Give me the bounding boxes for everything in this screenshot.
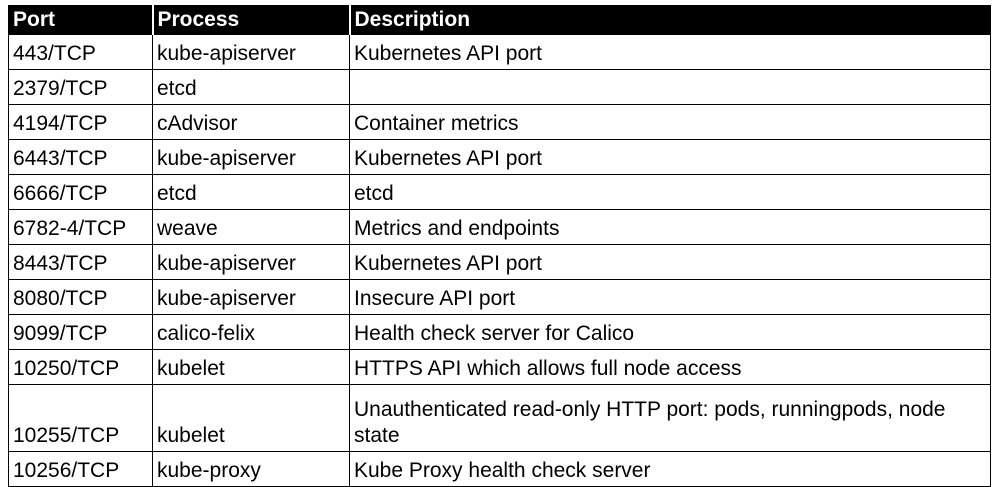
port-cell: 10256/TCP	[8, 451, 153, 487]
description-cell: Unauthenticated read-only HTTP port: pod…	[349, 384, 991, 452]
table-row: 10256/TCP kube-proxy Kube Proxy health c…	[8, 451, 991, 487]
table-row: 8443/TCP kube-apiserver Kubernetes API p…	[8, 244, 991, 280]
table-row: 8080/TCP kube-apiserver Insecure API por…	[8, 279, 991, 315]
process-cell: cAdvisor	[152, 104, 350, 140]
table-row: 443/TCP kube-apiserver Kubernetes API po…	[8, 34, 991, 70]
process-cell: kube-apiserver	[152, 244, 350, 280]
table-row: 10250/TCP kubelet HTTPS API which allows…	[8, 349, 991, 385]
port-cell: 443/TCP	[8, 34, 153, 70]
process-cell: kube-apiserver	[152, 139, 350, 175]
description-cell: Container metrics	[349, 104, 991, 140]
table-row: 9099/TCP calico-felix Health check serve…	[8, 314, 991, 350]
description-cell: Health check server for Calico	[349, 314, 991, 350]
description-cell: Kubernetes API port	[349, 244, 991, 280]
process-cell: etcd	[152, 174, 350, 210]
table-header: Port Process Description	[8, 5, 991, 35]
header-port: Port	[8, 5, 153, 35]
process-cell: kube-apiserver	[152, 34, 350, 70]
process-cell: kube-apiserver	[152, 279, 350, 315]
description-cell	[349, 69, 991, 105]
description-cell: Metrics and endpoints	[349, 209, 991, 245]
header-process: Process	[151, 5, 350, 35]
process-cell: kubelet	[152, 349, 350, 385]
port-cell: 8080/TCP	[8, 279, 153, 315]
process-cell: calico-felix	[152, 314, 350, 350]
process-cell: weave	[152, 209, 350, 245]
table-row: 6782-4/TCP weave Metrics and endpoints	[8, 209, 991, 245]
description-cell: Kubernetes API port	[349, 34, 991, 70]
process-cell: kubelet	[152, 384, 350, 452]
table-row: 4194/TCP cAdvisor Container metrics	[8, 104, 991, 140]
table-row: 10255/TCP kubelet Unauthenticated read-o…	[8, 384, 991, 452]
description-cell: Kubernetes API port	[349, 139, 991, 175]
header-description: Description	[348, 5, 991, 35]
table-row: 6443/TCP kube-apiserver Kubernetes API p…	[8, 139, 991, 175]
port-cell: 10255/TCP	[8, 384, 153, 452]
process-cell: etcd	[152, 69, 350, 105]
port-cell: 2379/TCP	[8, 69, 153, 105]
port-cell: 6666/TCP	[8, 174, 153, 210]
description-cell: etcd	[349, 174, 991, 210]
table-row: 2379/TCP etcd	[8, 69, 991, 105]
port-cell: 6443/TCP	[8, 139, 153, 175]
header-row: Port Process Description	[8, 5, 991, 35]
ports-table: Port Process Description 443/TCP kube-ap…	[8, 5, 991, 487]
description-cell: Kube Proxy health check server	[349, 451, 991, 487]
port-cell: 4194/TCP	[8, 104, 153, 140]
table-body: 443/TCP kube-apiserver Kubernetes API po…	[8, 34, 991, 487]
process-cell: kube-proxy	[152, 451, 350, 487]
port-cell: 8443/TCP	[8, 244, 153, 280]
port-cell: 10250/TCP	[8, 349, 153, 385]
description-cell: Insecure API port	[349, 279, 991, 315]
description-cell: HTTPS API which allows full node access	[349, 349, 991, 385]
table-row: 6666/TCP etcd etcd	[8, 174, 991, 210]
port-cell: 9099/TCP	[8, 314, 153, 350]
port-cell: 6782-4/TCP	[8, 209, 153, 245]
